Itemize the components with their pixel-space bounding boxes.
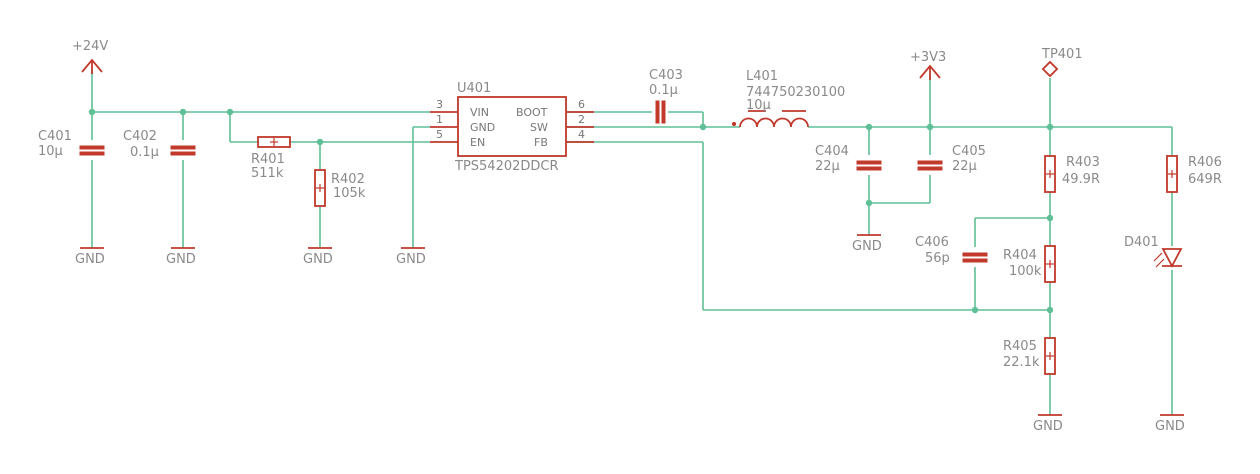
l401-value2: 10µ bbox=[746, 98, 771, 113]
resistor-r403[interactable]: R403 49.9R bbox=[1044, 155, 1100, 193]
resistor-r401[interactable]: R401 511k bbox=[251, 136, 291, 181]
r405-value: 22.1k bbox=[1003, 355, 1040, 370]
r401-ref: R401 bbox=[251, 152, 285, 167]
c403-ref: C403 bbox=[649, 68, 683, 83]
u401-pin-sw: SW bbox=[530, 121, 548, 134]
u401-pin3-number: 3 bbox=[436, 98, 443, 111]
c401-ref: C401 bbox=[38, 129, 72, 144]
u401-pin4-number: 4 bbox=[578, 128, 585, 141]
resistor-r404[interactable]: R404 100k bbox=[1003, 245, 1056, 283]
u401-pin2-number: 2 bbox=[578, 113, 585, 126]
c401-value: 10µ bbox=[38, 144, 63, 159]
r406-ref: R406 bbox=[1188, 155, 1222, 170]
capacitor-c401[interactable]: C401 10µ bbox=[38, 129, 105, 159]
c402-value: 0.1µ bbox=[130, 145, 159, 160]
u401-pin-vin: VIN bbox=[470, 106, 489, 119]
gnd-label-r402: GND bbox=[303, 252, 333, 267]
c406-ref: C406 bbox=[915, 235, 949, 250]
r402-value: 105k bbox=[333, 186, 366, 201]
supply-3v3-symbol: +3V3 bbox=[910, 50, 946, 80]
capacitor-c406[interactable]: C406 56p bbox=[915, 235, 988, 266]
r405-ref: R405 bbox=[1003, 339, 1037, 354]
gnd-label-c402: GND bbox=[166, 252, 196, 267]
gnd-label-u401: GND bbox=[396, 252, 426, 267]
r404-value: 100k bbox=[1009, 264, 1042, 279]
c406-value: 56p bbox=[925, 251, 950, 266]
l401-ref: L401 bbox=[746, 69, 778, 84]
c405-value: 22µ bbox=[952, 159, 977, 174]
capacitor-c403[interactable]: C403 0.1µ bbox=[649, 68, 683, 124]
r402-ref: R402 bbox=[331, 172, 365, 187]
ic-u401[interactable]: 3 1 5 6 2 4 VIN GND EN BOOT SW FB U401 T… bbox=[430, 81, 594, 174]
resistor-r405[interactable]: R405 22.1k bbox=[1003, 337, 1056, 375]
testpoint-tp401[interactable]: TP401 bbox=[1041, 47, 1083, 78]
c404-ref: C404 bbox=[815, 144, 849, 159]
u401-pin-gnd: GND bbox=[470, 121, 495, 134]
led-d401[interactable]: D401 bbox=[1124, 235, 1183, 268]
c405-ref: C405 bbox=[952, 144, 986, 159]
testpoint-label: TP401 bbox=[1041, 47, 1083, 62]
u401-pin6-number: 6 bbox=[578, 98, 585, 111]
supply-24v-symbol: +24V bbox=[72, 39, 108, 74]
capacitor-c402[interactable]: C402 0.1µ bbox=[123, 129, 196, 160]
r403-ref: R403 bbox=[1066, 155, 1100, 170]
l401-value: 744750230100 bbox=[746, 85, 845, 100]
u401-value: TPS54202DDCR bbox=[454, 159, 559, 174]
u401-pin-fb: FB bbox=[534, 136, 548, 149]
r404-ref: R404 bbox=[1003, 248, 1037, 263]
c404-value: 22µ bbox=[815, 159, 840, 174]
capacitor-c404[interactable]: C404 22µ bbox=[815, 144, 882, 174]
gnd-label-d401: GND bbox=[1155, 419, 1185, 434]
u401-ref: U401 bbox=[457, 81, 491, 96]
r406-value: 649R bbox=[1188, 172, 1222, 187]
resistor-r406[interactable]: R406 649R bbox=[1166, 155, 1222, 193]
supply-24v-label: +24V bbox=[72, 39, 108, 54]
c402-ref: C402 bbox=[123, 129, 157, 144]
gnd-label-c404: GND bbox=[852, 239, 882, 254]
u401-pin-en: EN bbox=[470, 136, 485, 149]
u401-pin-boot: BOOT bbox=[516, 106, 548, 119]
u401-pin1-number: 1 bbox=[436, 113, 443, 126]
gnd-label-c401: GND bbox=[75, 252, 105, 267]
r401-value: 511k bbox=[251, 166, 284, 181]
supply-3v3-label: +3V3 bbox=[910, 50, 946, 65]
resistor-r402[interactable]: R402 105k bbox=[314, 169, 366, 207]
u401-pin5-number: 5 bbox=[436, 128, 443, 141]
wires bbox=[91, 70, 1173, 415]
junctions bbox=[88, 108, 1054, 314]
capacitor-c405[interactable]: C405 22µ bbox=[917, 144, 986, 174]
gnd-symbols: GND GND GND GND GND GND GND bbox=[75, 234, 1185, 434]
gnd-label-r405: GND bbox=[1033, 419, 1063, 434]
r403-value: 49.9R bbox=[1062, 172, 1100, 187]
c403-value: 0.1µ bbox=[649, 83, 678, 98]
inductor-l401[interactable]: L401 744750230100 10µ bbox=[731, 69, 845, 128]
d401-ref: D401 bbox=[1124, 235, 1159, 250]
